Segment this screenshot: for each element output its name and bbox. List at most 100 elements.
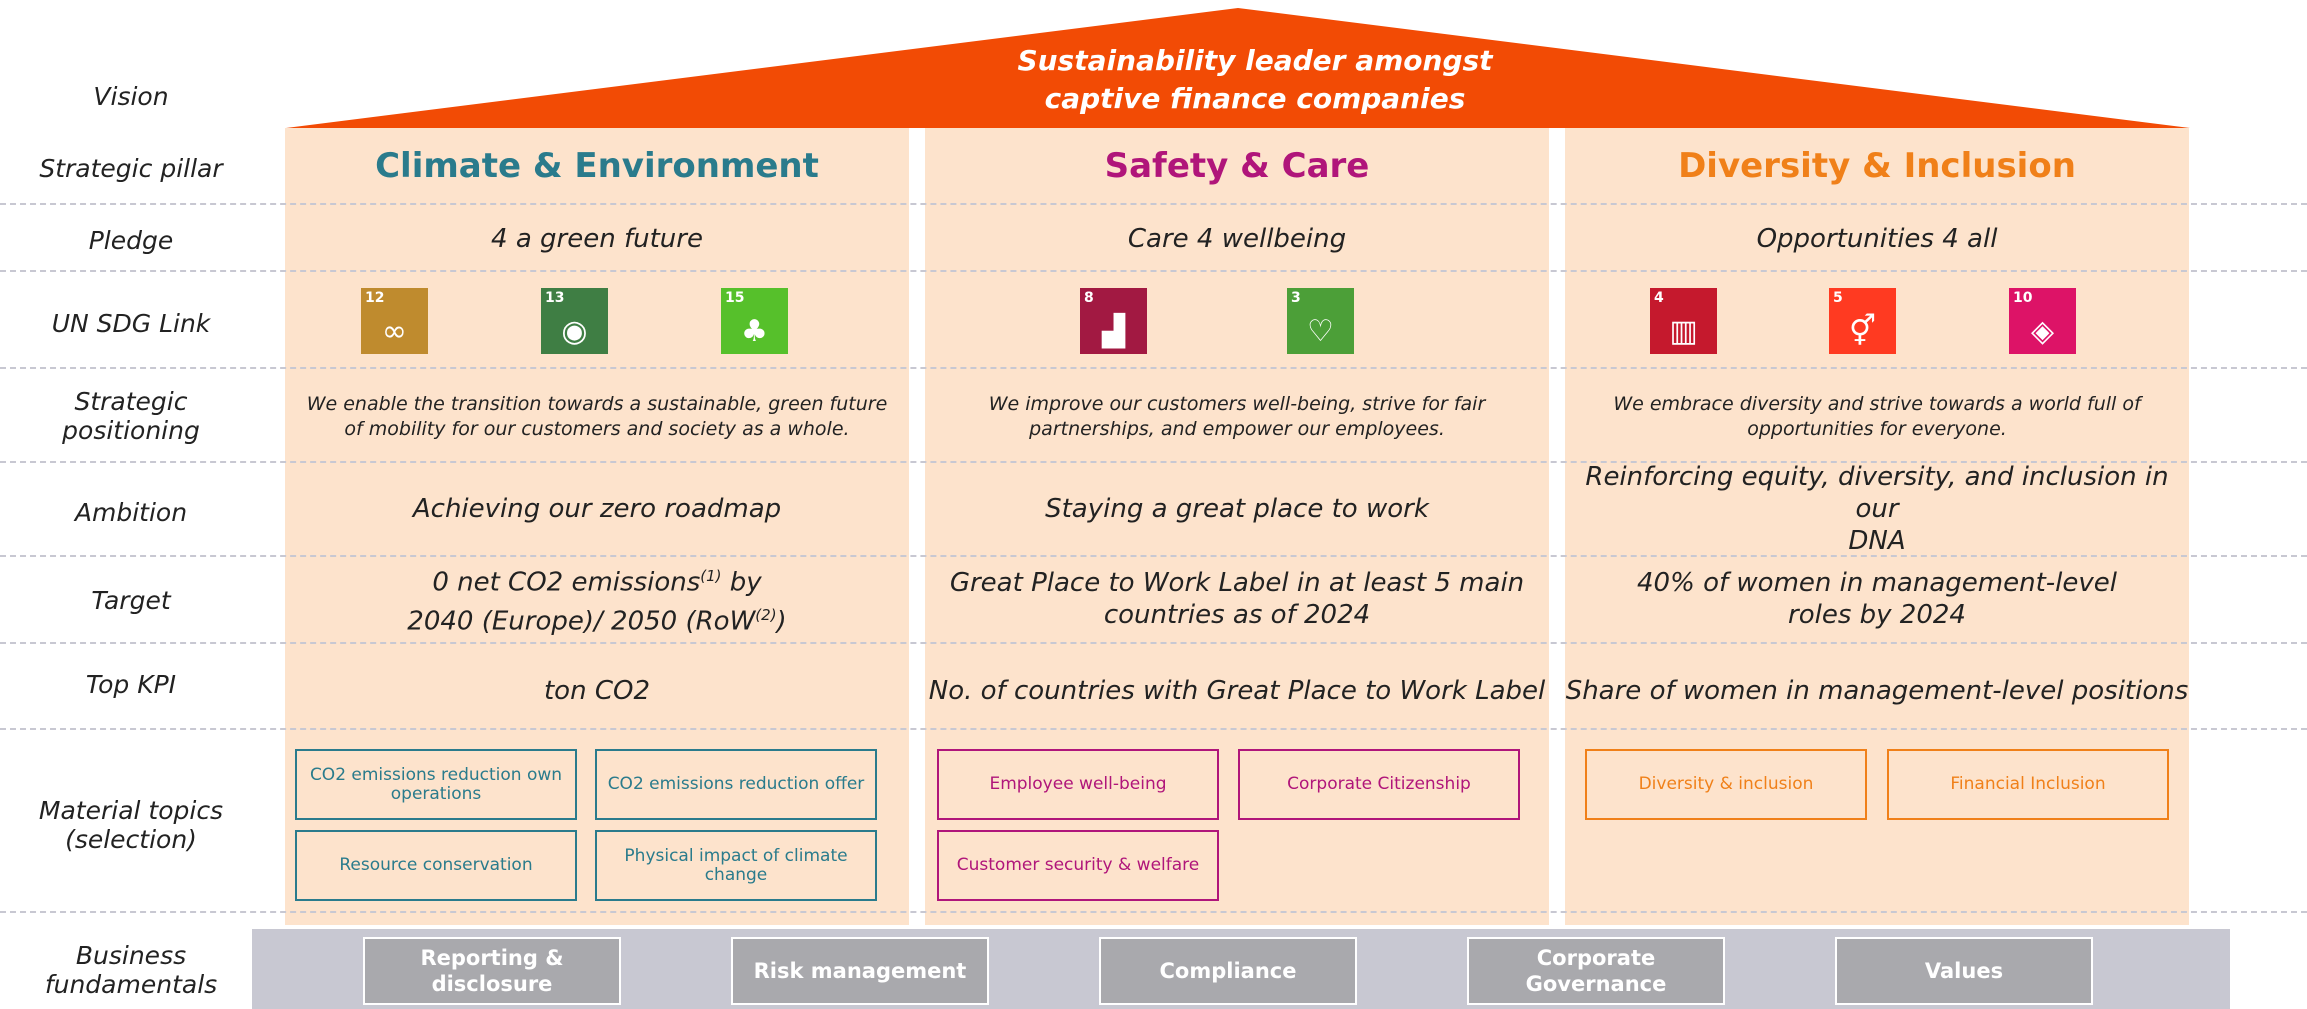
kpi-safety: No. of countries with Great Place to Wor… (928, 676, 1546, 706)
pledge-climate: 4 a green future (491, 224, 703, 254)
row-label-topics: Material topics (selection) (0, 796, 262, 854)
row-label-kpi: Top KPI (85, 669, 177, 699)
pillar-column-safety (925, 128, 1549, 925)
row-label-topics-1: Material topics (38, 796, 224, 825)
row-label-positioning-1: Strategic (74, 387, 188, 416)
sdg-number: 8 (1084, 290, 1094, 306)
positioning-diversity: We embrace diversity and strive towards … (1565, 390, 2189, 444)
sdg-5-tile: 5 ⚥ (1829, 288, 1896, 354)
fundamental-risk-management: Risk management (731, 937, 989, 1005)
footnote-2: (2) (755, 606, 777, 624)
separator-6 (0, 642, 2307, 644)
sdg-15-tile: 15 ♣ (721, 288, 788, 354)
row-label-sdg: UN SDG Link (51, 308, 211, 338)
gender-equality-icon: ⚥ (1848, 314, 1877, 349)
target-safety-line-2: countries as of 2024 (1103, 600, 1371, 630)
positioning-climate-line-2: of mobility for our customers and societ… (344, 418, 850, 440)
separator-1 (0, 203, 2307, 205)
sdg-number: 4 (1654, 290, 1664, 306)
tree-icon: ♣ (741, 314, 768, 349)
target-diversity-line-2: roles by 2024 (1788, 600, 1966, 630)
target-diversity-line-1: 40% of women in management-level (1637, 568, 2117, 598)
row-label-fundamentals-1: Business (75, 941, 187, 970)
sdg-13-tile: 13 ◉ (541, 288, 608, 354)
positioning-diversity-line-2: opportunities for everyone. (1747, 418, 2007, 440)
roof-triangle (286, 8, 2190, 128)
topic-employee-wellbeing: Employee well-being (937, 749, 1219, 820)
vision-statement: Sustainability leader amongst captive fi… (880, 42, 1630, 118)
pillar-column-diversity (1565, 128, 2189, 925)
sdg-3-tile: 3 ♡ (1287, 288, 1354, 354)
pillar-title-safety: Safety & Care (1104, 146, 1370, 186)
topic-co2-own-operations: CO2 emissions reduction own operations (295, 749, 577, 820)
target-climate-tail-a: by (721, 568, 762, 598)
sdg-number: 3 (1291, 290, 1301, 306)
ambition-climate: Achieving our zero roadmap (412, 494, 782, 524)
growth-chart-icon: ▟ (1101, 314, 1126, 349)
topic-financial-inclusion: Financial Inclusion (1887, 749, 2169, 820)
sdg-number: 5 (1833, 290, 1843, 306)
vision-roof (286, 8, 2190, 128)
sdg-10-tile: 10 ◈ (2009, 288, 2076, 354)
vision-line-1: Sustainability leader amongst (1017, 44, 1493, 77)
separator-3 (0, 367, 2307, 369)
ambition-diversity: Reinforcing equity, diversity, and inclu… (1565, 462, 2189, 556)
sdg-4-tile: 4 ▥ (1650, 288, 1717, 354)
target-climate-text-b: 2040 (Europe)/ 2050 (RoW (407, 606, 756, 637)
fundamental-reporting: Reporting & disclosure (363, 937, 621, 1005)
separator-5 (0, 555, 2307, 557)
book-icon: ▥ (1669, 314, 1698, 349)
heartbeat-icon: ♡ (1307, 314, 1334, 349)
target-climate-line-2: 2040 (Europe)/ 2050 (RoW(2)) (407, 599, 786, 638)
row-label-positioning-2: positioning (62, 416, 200, 445)
row-label-topics-2: (selection) (65, 825, 197, 854)
topic-customer-security: Customer security & welfare (937, 830, 1219, 901)
footnote-1: (1) (700, 567, 722, 586)
kpi-diversity: Share of women in management-level posit… (1565, 676, 2189, 706)
separator-8 (0, 911, 2307, 913)
positioning-safety: We improve our customers well-being, str… (925, 390, 1549, 444)
positioning-safety-line-1: We improve our customers well-being, str… (988, 393, 1486, 415)
row-label-positioning: Strategic positioning (0, 386, 262, 446)
target-climate-tail-b: ) (776, 606, 787, 637)
row-label-vision: Vision (93, 81, 169, 111)
positioning-safety-line-2: partnerships, and empower our employees. (1029, 418, 1445, 440)
kpi-climate: ton CO2 (543, 676, 650, 706)
pillar-title-climate: Climate & Environment (375, 146, 819, 186)
target-safety: Great Place to Work Label in at least 5 … (925, 566, 1549, 632)
ambition-safety: Staying a great place to work (1045, 494, 1429, 524)
fundamental-values: Values (1835, 937, 2093, 1005)
ambition-diversity-line-2: DNA (1848, 526, 1906, 556)
target-diversity: 40% of women in management-level roles b… (1565, 566, 2189, 632)
row-label-fundamentals: Business fundamentals (0, 940, 262, 1000)
sdg-number: 10 (2013, 290, 2033, 306)
ambition-diversity-line-1: Reinforcing equity, diversity, and inclu… (1585, 462, 2169, 524)
sdg-number: 15 (725, 290, 745, 306)
separator-2 (0, 270, 2307, 272)
pillar-title-diversity: Diversity & Inclusion (1678, 146, 2076, 186)
positioning-diversity-line-1: We embrace diversity and strive towards … (1613, 393, 2141, 415)
sdg-number: 12 (365, 290, 385, 306)
target-climate-line-1: 0 net CO2 emissions(1) by (432, 560, 761, 599)
vision-line-2: captive finance companies (1044, 82, 1466, 115)
row-label-ambition: Ambition (74, 497, 188, 527)
sdg-8-tile: 8 ▟ (1080, 288, 1147, 354)
separator-4 (0, 461, 2307, 463)
target-climate: 0 net CO2 emissions(1) by 2040 (Europe)/… (285, 566, 909, 636)
row-label-pledge: Pledge (88, 225, 174, 255)
row-label-target: Target (91, 585, 171, 615)
separator-7 (0, 728, 2307, 730)
topic-co2-reduction-offer: CO2 emissions reduction offer (595, 749, 877, 820)
reduced-inequalities-icon: ◈ (2030, 314, 2055, 349)
pillar-column-climate (285, 128, 909, 925)
topic-resource-conservation: Resource conservation (295, 830, 577, 901)
target-climate-text-a: 0 net CO2 emissions (432, 568, 701, 598)
target-safety-line-1: Great Place to Work Label in at least 5 … (949, 568, 1525, 598)
topic-diversity-inclusion: Diversity & inclusion (1585, 749, 1867, 820)
positioning-climate: We enable the transition towards a susta… (285, 390, 909, 444)
row-label-fundamentals-2: fundamentals (44, 970, 218, 999)
positioning-climate-line-1: We enable the transition towards a susta… (306, 393, 888, 415)
pledge-safety: Care 4 wellbeing (1127, 224, 1347, 254)
fundamental-compliance: Compliance (1099, 937, 1357, 1005)
pledge-diversity: Opportunities 4 all (1756, 224, 1998, 254)
